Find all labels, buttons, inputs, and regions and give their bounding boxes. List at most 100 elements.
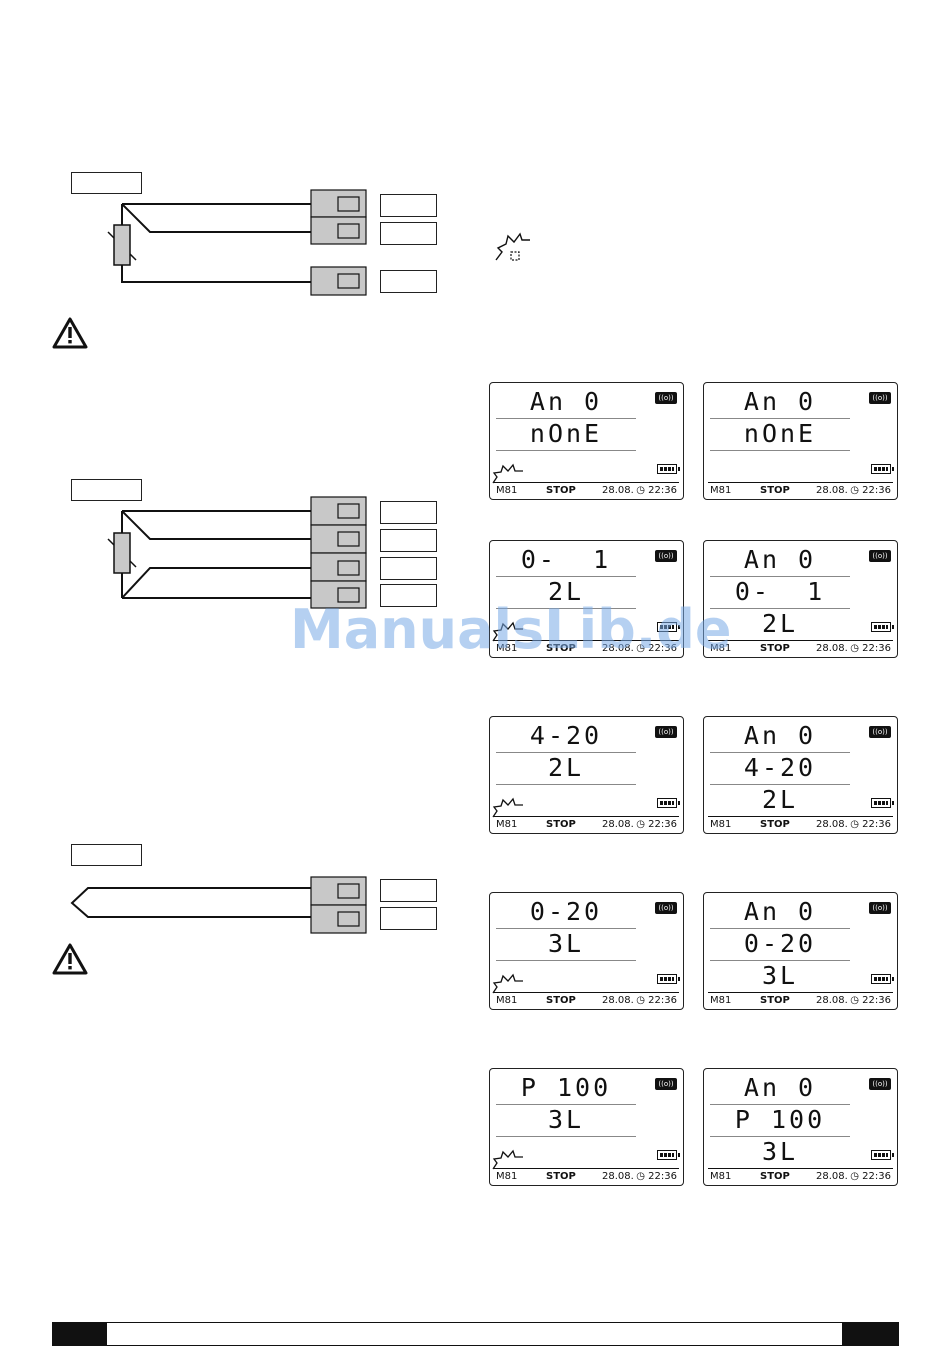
lcd-separator [710, 1104, 850, 1105]
lcd-line1: 0-20 [529, 897, 603, 926]
spark-icon [492, 797, 523, 818]
lcd-line1: An 0 [529, 387, 603, 416]
terminal-label-box [380, 222, 437, 245]
lcd-line2: nOnE [529, 419, 603, 448]
lcd-line2: 3L [547, 929, 585, 958]
radio-signal-icon: ((o)) [869, 550, 891, 562]
time-label: ◷ 22:36 [850, 1169, 891, 1184]
radio-signal-icon: ((o)) [869, 392, 891, 404]
model-label: M81 [496, 643, 518, 654]
lcd-separator [710, 418, 850, 419]
terminal-label-box [380, 879, 437, 902]
lcd-line1: P 100 [520, 1073, 612, 1102]
lcd-line1: 4-20 [529, 721, 603, 750]
clock-icon: ◷ [850, 819, 863, 830]
radio-signal-icon: ((o)) [655, 1078, 677, 1090]
state-label: STOP [760, 1171, 790, 1182]
spark-icon [492, 463, 523, 484]
lcd-line2: 2L [547, 577, 585, 606]
lcd-separator [496, 928, 636, 929]
terminal-label-box [380, 557, 437, 580]
clock-icon: ◷ [850, 485, 863, 496]
date-label: 28.08. [816, 995, 848, 1006]
model-label: M81 [496, 1171, 518, 1182]
battery-icon [657, 974, 680, 984]
lcd-separator [496, 752, 636, 753]
terminal-label-box [380, 194, 437, 217]
radio-signal-icon: ((o)) [655, 550, 677, 562]
battery-icon [871, 798, 894, 808]
clock-icon: ◷ [636, 995, 649, 1006]
lcd-separator [496, 450, 636, 451]
battery-icon [871, 464, 894, 474]
date-label: 28.08. [816, 1171, 848, 1182]
terminal-label-box [380, 501, 437, 524]
radio-signal-icon: ((o)) [655, 902, 677, 914]
time-value: 22:36 [862, 643, 891, 654]
watermark: ManualsLib.de [290, 598, 732, 661]
state-label: STOP [760, 819, 790, 830]
date-label: 28.08. [816, 643, 848, 654]
lcd-line2: 2L [547, 753, 585, 782]
diagram1-title-box [71, 172, 142, 194]
clock-icon: ◷ [636, 485, 649, 496]
model-label: M81 [710, 643, 732, 654]
footer-right-block [842, 1323, 898, 1345]
lcd-separator [496, 1104, 636, 1105]
terminal-label-box [380, 584, 437, 607]
lcd-line1: 0- 1 [520, 545, 612, 574]
radio-signal-icon: ((o)) [655, 392, 677, 404]
lcd-line3: 3L [761, 1137, 799, 1166]
model-label: M81 [710, 819, 732, 830]
time-value: 22:36 [862, 995, 891, 1006]
lcd-line2: 0-20 [743, 929, 817, 958]
date-label: 28.08. [602, 819, 634, 830]
battery-icon [871, 1150, 894, 1160]
lcd-separator [710, 576, 850, 577]
warning-triangle-icon [52, 317, 88, 349]
lcd-separator [710, 928, 850, 929]
lcd-separator [496, 576, 636, 577]
wiring-diagram-4wire [107, 496, 367, 609]
date-label: 28.08. [816, 819, 848, 830]
date-label: 28.08. [602, 1171, 634, 1182]
clock-icon: ◷ [636, 643, 649, 654]
lcd-separator [710, 784, 850, 785]
spark-icon [492, 621, 523, 642]
lcd-separator [710, 960, 850, 961]
spark-icon [492, 1149, 523, 1170]
lcd-line2: nOnE [743, 419, 817, 448]
lcd-line1: An 0 [743, 897, 817, 926]
spark-icon [495, 232, 530, 261]
date-label: 28.08. [602, 995, 634, 1006]
model-label: M81 [496, 485, 518, 496]
lcd-separator [710, 450, 850, 451]
lcd-separator [496, 960, 636, 961]
time-label: ◷ 22:36 [850, 993, 891, 1008]
resistor-symbol [113, 224, 131, 266]
radio-signal-icon: ((o)) [655, 726, 677, 738]
date-label: 28.08. [816, 485, 848, 496]
lcd-line3: 2L [761, 785, 799, 814]
time-value: 22:36 [862, 1171, 891, 1182]
time-value: 22:36 [648, 485, 677, 496]
resistor-symbol [113, 532, 131, 574]
lcd-line3: 3L [761, 961, 799, 990]
date-label: 28.08. [602, 485, 634, 496]
model-label: M81 [710, 995, 732, 1006]
lcd-separator [710, 752, 850, 753]
battery-icon [657, 1150, 680, 1160]
lcd-separator [496, 784, 636, 785]
battery-icon [657, 464, 680, 474]
